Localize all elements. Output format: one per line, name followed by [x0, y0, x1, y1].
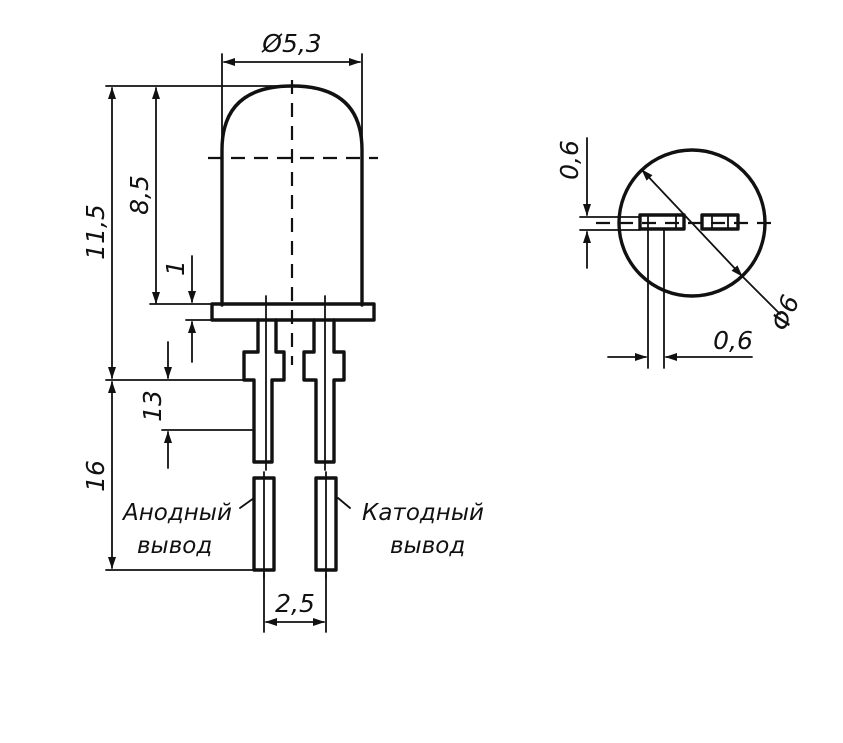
lead-width-label: 0,6 [713, 326, 753, 355]
cathode-label-line1: Катодный [362, 500, 484, 526]
top-view: Φ6 0,6 0,6 [555, 137, 805, 369]
flange-diameter-dim-line [641, 169, 743, 277]
anode-lead-upper [242, 318, 286, 464]
body-height-label: 8,5 [125, 175, 154, 215]
lead-spacing-label: 2,5 [275, 589, 315, 618]
flange-thickness-label: 1 [161, 260, 190, 276]
cathode-label-line2: вывод [390, 533, 465, 559]
lead-length-label: 16 [81, 460, 110, 492]
lead-offset-label: 13 [138, 390, 167, 422]
cathode-leader [337, 497, 351, 509]
anode-leader [239, 497, 255, 509]
side-view: Ø5,3 11,5 8,5 1 13 16 2,5 Анодный вывод [81, 29, 484, 633]
flange-diameter-label: Φ6 [765, 291, 805, 335]
cathode-lead-upper [302, 318, 346, 464]
lead-thickness-label: 0,6 [555, 140, 584, 180]
anode-label-line1: Анодный [121, 500, 232, 526]
anode-label-line2: вывод [137, 533, 212, 559]
total-height-label: 11,5 [81, 204, 110, 260]
lens-diameter-label: Ø5,3 [261, 29, 321, 58]
